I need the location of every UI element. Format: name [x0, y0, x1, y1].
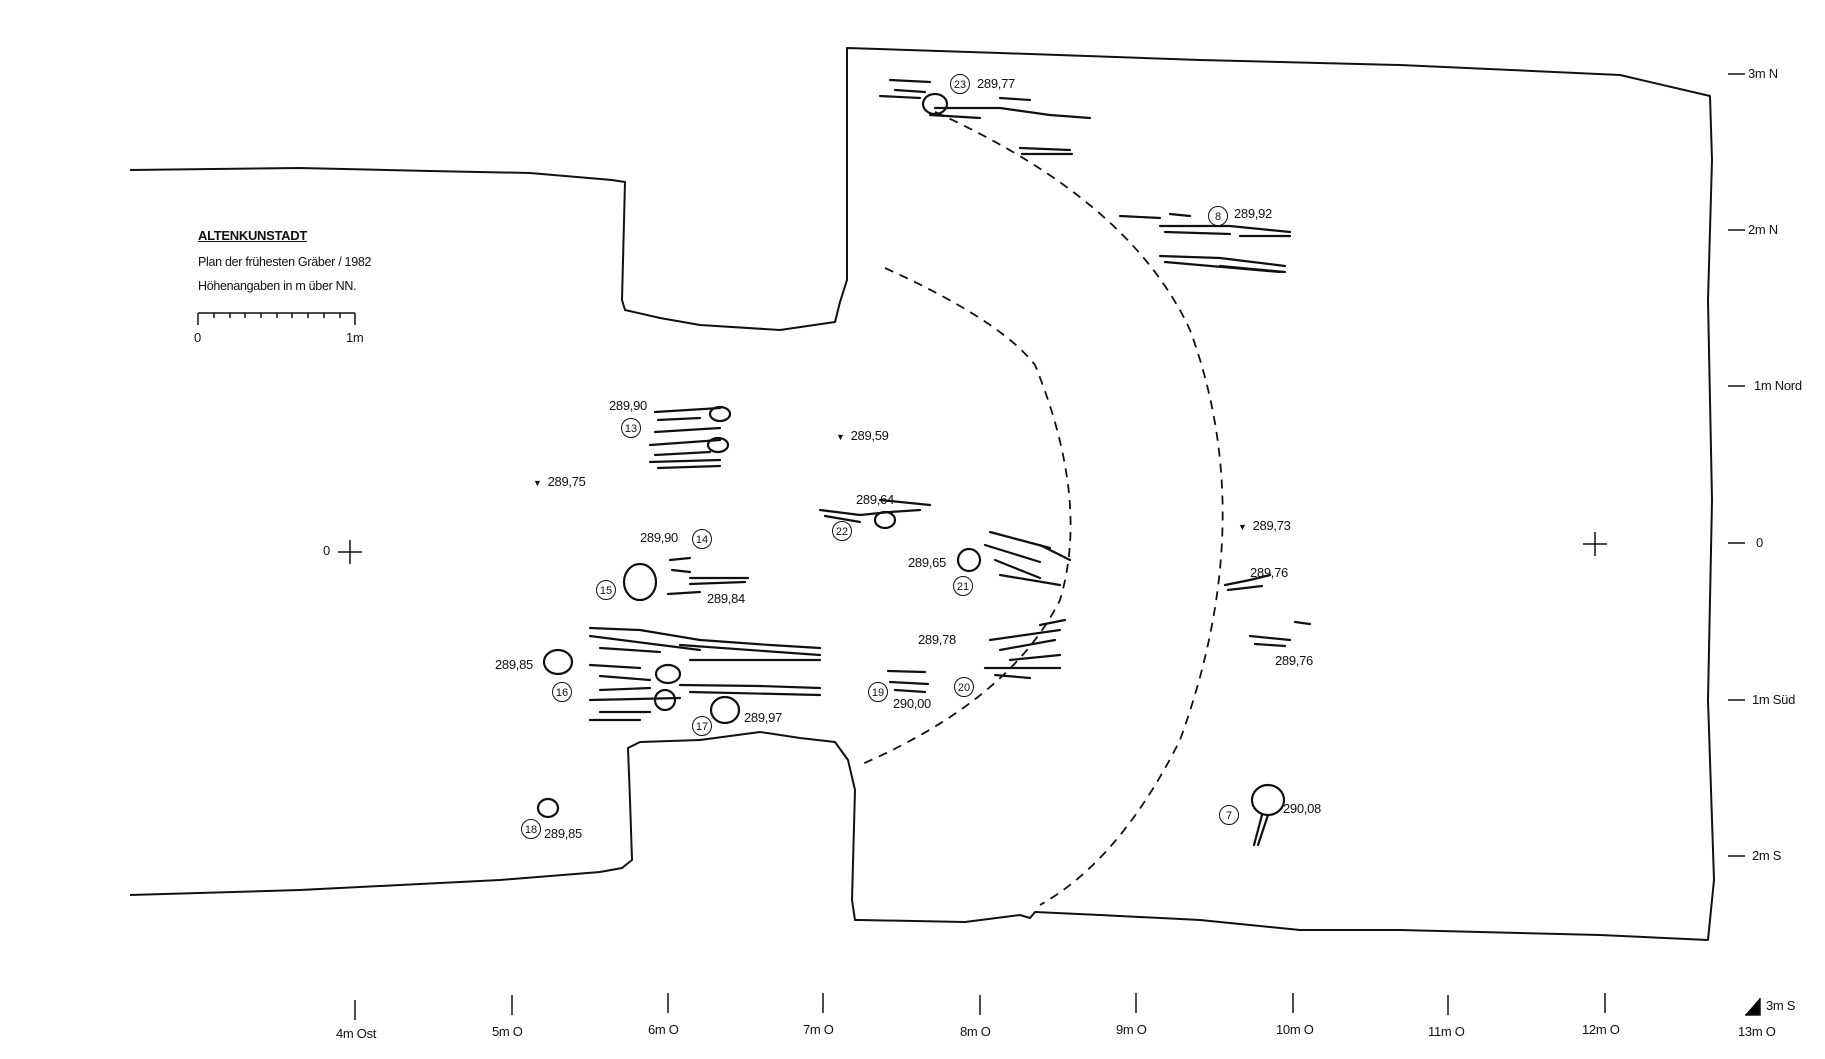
y-tick-label: 1m Nord	[1754, 378, 1802, 393]
x-tick-label: 5m O	[492, 1024, 523, 1039]
dashed-boundaries	[859, 111, 1224, 906]
elevation-label: ▼289,59	[836, 428, 889, 443]
x-tick-label: 11m O	[1428, 1024, 1465, 1039]
elevation-label: ▼289,75	[533, 474, 586, 489]
y-tick-label: 2m S	[1752, 848, 1782, 863]
x-tick-label: 7m O	[803, 1022, 834, 1037]
y-tick-label: 1m Süd	[1752, 692, 1796, 707]
elevation-label: 289,78	[918, 632, 956, 647]
grave-marker: 14	[692, 529, 712, 549]
elevation-label: 289,65	[908, 555, 946, 570]
elevation-label: 290,00	[893, 696, 931, 711]
elevation-label: 289,77	[977, 76, 1015, 91]
elevation-note: Höhenangaben in m über NN.	[198, 279, 357, 293]
x-tick-label: 6m O	[648, 1022, 679, 1037]
bottom-axis-ticks	[354, 993, 1761, 1020]
elevation-label: 289,85	[544, 826, 582, 841]
elevation-label: 289,76	[1275, 653, 1313, 668]
grave-marker: 19	[868, 682, 888, 702]
y-tick-label: 3m S	[1766, 998, 1796, 1013]
grave-marker: 17	[692, 716, 712, 736]
plan-subtitle: Plan der frühesten Gräber / 1982	[198, 255, 372, 269]
y-tick-label: 0	[1756, 535, 1763, 550]
grave-marker: 18	[521, 819, 541, 839]
x-tick-label: 10m O	[1276, 1022, 1314, 1037]
x-tick-label: 13m O	[1738, 1024, 1776, 1039]
grave-marker: 13	[621, 418, 641, 438]
grave-marker: 15	[596, 580, 616, 600]
elevation-label: 289,84	[707, 591, 745, 606]
scale-bar	[197, 312, 356, 325]
elevation-label: ▼289,73	[1238, 518, 1291, 533]
grave-marker: 22	[832, 521, 852, 541]
y-tick-label: 3m N	[1748, 66, 1778, 81]
elevation-label: 289,90	[609, 398, 647, 413]
grave-marker: 16	[552, 682, 572, 702]
trench-outline	[129, 47, 1715, 941]
x-tick-label: 8m O	[960, 1024, 991, 1039]
elevation-label: 289,97	[744, 710, 782, 725]
x-tick-label: 4m Ost	[336, 1026, 377, 1041]
elevation-label: 289,76	[1250, 565, 1288, 580]
elevation-label: 289,64	[856, 492, 894, 507]
x-tick-label: 12m O	[1582, 1022, 1620, 1037]
elevation-label: 289,85	[495, 657, 533, 672]
x-tick-label: 9m O	[1116, 1022, 1147, 1037]
elevation-label: 289,92	[1234, 206, 1272, 221]
y-tick-label: 2m N	[1748, 222, 1778, 237]
right-axis-ticks	[1728, 73, 1745, 857]
scale-start-label: 0	[194, 330, 201, 345]
grave-marker: 23	[950, 74, 970, 94]
grave-marker: 20	[954, 677, 974, 697]
elevation-label: 289,90	[640, 530, 678, 545]
site-title: ALTENKUNSTADT	[198, 228, 307, 243]
reference-crosshairs	[338, 532, 1607, 564]
elevation-label: 290,08	[1283, 801, 1321, 816]
grave-marker: 7	[1219, 805, 1239, 825]
origin-label: 0	[323, 543, 330, 558]
grave-marker: 21	[953, 576, 973, 596]
skeletal-remains	[536, 78, 1312, 847]
scale-end-label: 1m	[346, 330, 364, 345]
grave-marker: 8	[1208, 206, 1228, 226]
